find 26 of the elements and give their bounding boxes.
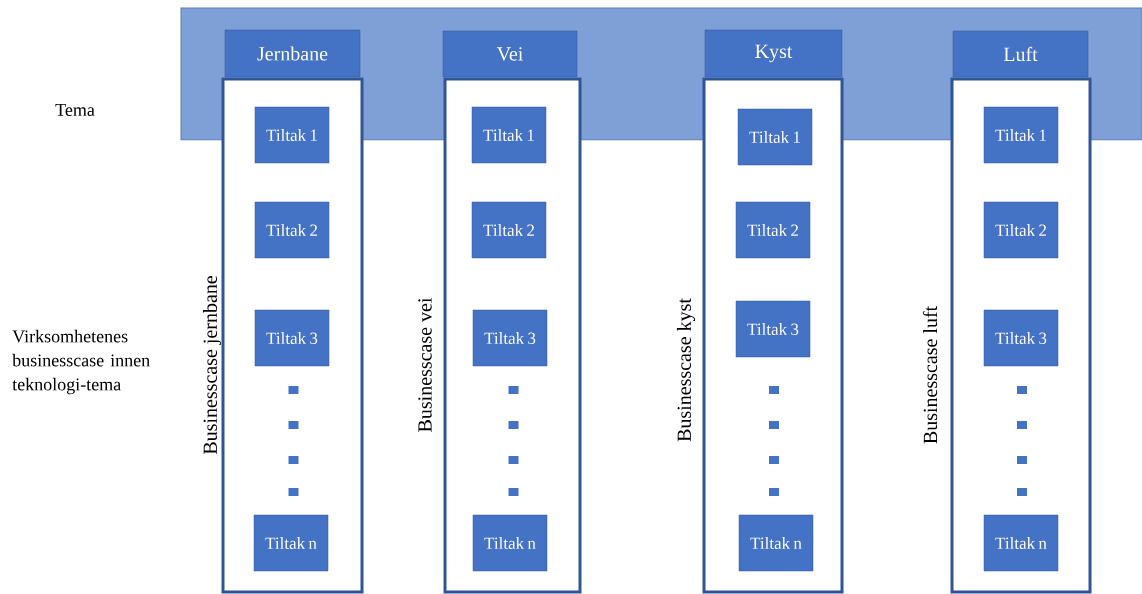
vertical-label: Businesscase luft xyxy=(922,305,938,444)
measure-box: Tiltak n xyxy=(983,514,1059,572)
measure-box: Tiltak 1 xyxy=(471,106,547,164)
header-box: Luft xyxy=(952,30,1089,78)
vertical-label: Businesscase vei xyxy=(418,297,432,432)
measure-box: Tiltak 3 xyxy=(254,309,330,367)
header-box: Vei xyxy=(442,30,578,78)
measure-box: Tiltak 1 xyxy=(983,106,1059,164)
measure-box: Tiltak n xyxy=(738,514,814,572)
measure-box: Tiltak n xyxy=(472,514,548,572)
row-label: Tema xyxy=(55,104,95,116)
header-box: Kyst xyxy=(704,29,843,78)
measure-box: Tiltak 2 xyxy=(983,201,1059,259)
header-box: Jernbane xyxy=(224,29,361,78)
measure-box: Tiltak 2 xyxy=(254,201,330,259)
measure-box: Tiltak 3 xyxy=(735,300,811,358)
measure-box: Tiltak 3 xyxy=(472,309,548,367)
measure-box: Tiltak 1 xyxy=(737,108,813,166)
measure-box: Tiltak 2 xyxy=(471,201,547,259)
measure-box: Tiltak 1 xyxy=(254,106,330,164)
row-label: Virksomhetenes businesscase innen teknologi-tema xyxy=(12,329,150,395)
vertical-label: Businesscase kyst xyxy=(676,298,696,442)
vertical-label: Businesscase jernbane xyxy=(202,276,222,455)
measure-box: Tiltak 2 xyxy=(735,201,811,259)
measure-box: Tiltak 3 xyxy=(983,309,1059,367)
measure-box: Tiltak n xyxy=(253,514,329,572)
